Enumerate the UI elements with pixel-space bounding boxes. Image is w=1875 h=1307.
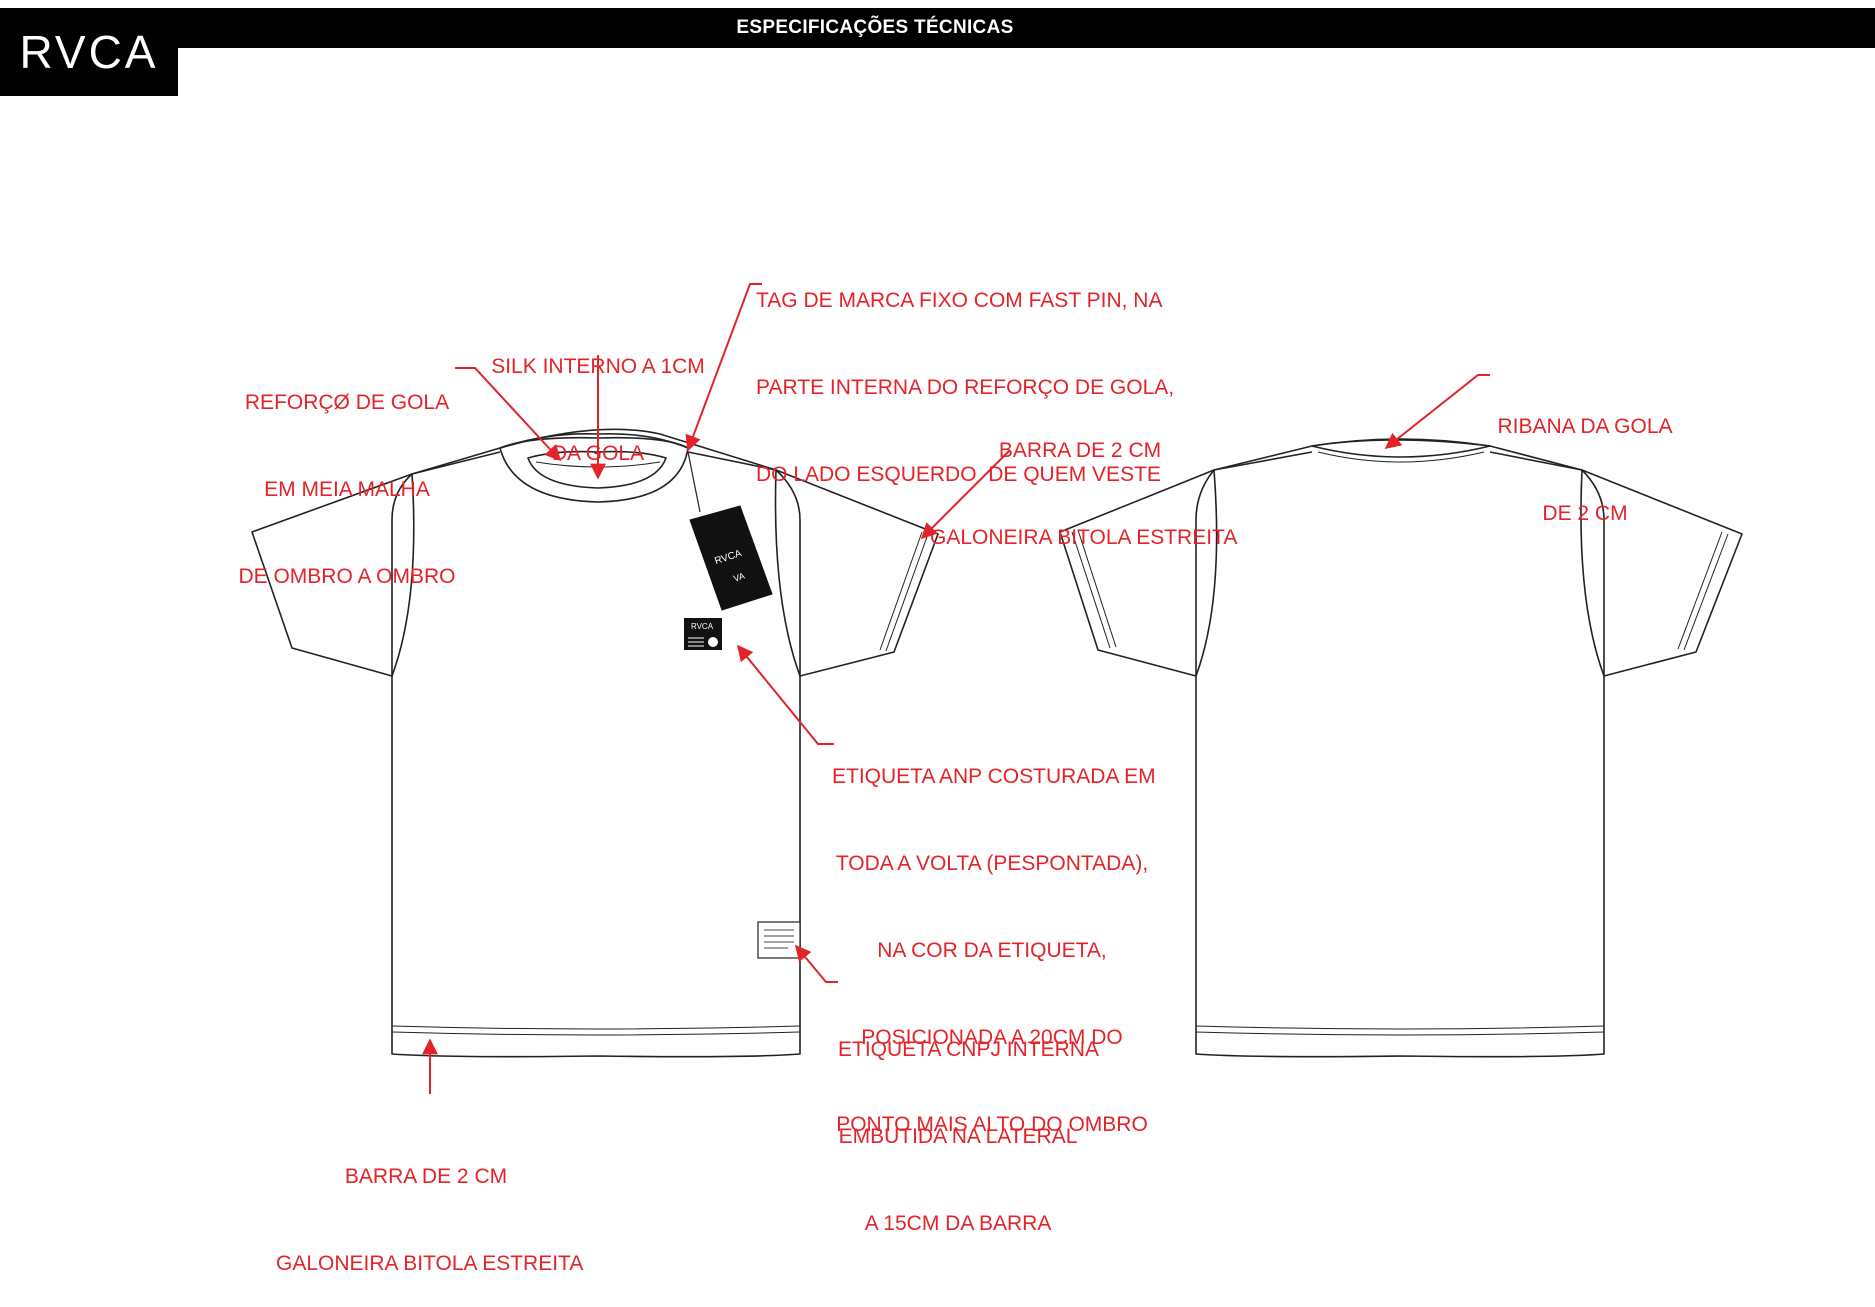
back-collar-rib-outer <box>1311 445 1491 458</box>
hang-tag-mark: VA <box>732 571 746 584</box>
back-shoulder-seam-left <box>1213 451 1313 471</box>
back-sleeve-stitch-right-1 <box>1683 533 1729 651</box>
tshirt-spec-drawing: RVCA VA RVCA <box>251 283 1743 1094</box>
front-shoulder-seam-left <box>411 451 501 475</box>
arrow-brand-tag <box>685 283 762 452</box>
annotation-collar-rib: RIBANA DA GOLA DE 2 CM <box>1497 415 1673 525</box>
front-left-sleeve <box>251 473 415 677</box>
annotation-brand-tag: TAG DE MARCA FIXO COM FAST PIN, NA PARTE… <box>756 289 1175 486</box>
back-shoulder-seam-right <box>1489 451 1583 471</box>
hang-tag: RVCA VA <box>687 451 773 611</box>
annotation-sleeve-hem: BARRA DE 2 CM GALONEIRA BITOLA ESTREITA <box>930 439 1238 549</box>
annotation-anp-label: ETIQUETA ANP COSTURADA EM TODA A VOLTA (… <box>832 765 1156 1136</box>
back-left-sleeve <box>1059 469 1218 677</box>
front-collar-inner <box>527 450 667 489</box>
back-sleeve-stitch-right-2 <box>1677 531 1723 650</box>
front-sleeve-stitch-2 <box>885 533 929 652</box>
brand-logo-box <box>0 8 178 96</box>
back-right-sleeve <box>1580 469 1743 677</box>
page-title: ESPECIFICAÇÕES TÉCNICAS <box>736 17 1014 38</box>
header-bar <box>0 8 1875 48</box>
back-body-outline <box>1195 439 1605 1058</box>
front-hem-stitch-1 <box>391 1025 801 1030</box>
cnpj-label <box>757 921 801 959</box>
annotation-cnpj-label: ETIQUETA CNPJ INTERNA EMBUTIDA NA LATERA… <box>838 1038 1099 1235</box>
front-shoulder-seam-right <box>687 451 777 471</box>
front-hem-stitch-2 <box>391 1031 801 1036</box>
back-collar-rib-stitch <box>1317 451 1485 463</box>
back-hem-stitch-2 <box>1195 1031 1605 1036</box>
arrow-cnpj-label <box>794 944 838 983</box>
front-sleeve-stitch-1 <box>879 531 923 651</box>
brand-logo: RVCA <box>19 26 159 78</box>
front-body-outline <box>391 428 801 1058</box>
arrow-collar-rib <box>1384 374 1490 449</box>
back-sleeve-stitch-left-1 <box>1071 531 1111 649</box>
arrow-anp-label <box>736 644 834 745</box>
annotation-arrows <box>422 283 1490 1094</box>
back-sleeve-stitch-left-2 <box>1077 529 1117 648</box>
annotation-inner-silk: SILK INTERNO A 1CM DA GOLA <box>491 355 705 465</box>
annotation-collar-reinforcement: REFORÇØ DE GOLA EM MEIA MALHA DE OMBRO A… <box>238 391 456 588</box>
anp-label: RVCA <box>684 618 722 650</box>
annotation-bottom-hem: BARRA DE 2 CM GALONEIRA BITOLA ESTREITA <box>276 1165 584 1275</box>
arrow-sleeve-hem <box>920 449 1011 540</box>
back-hem-stitch-1 <box>1195 1025 1605 1030</box>
arrow-collar-reinforcement <box>455 367 562 462</box>
front-collar-outer <box>499 436 689 503</box>
front-right-sleeve <box>774 469 939 677</box>
anp-label-logo: RVCA <box>691 622 714 631</box>
back-tshirt <box>1059 438 1743 1058</box>
front-tshirt <box>251 428 939 1058</box>
